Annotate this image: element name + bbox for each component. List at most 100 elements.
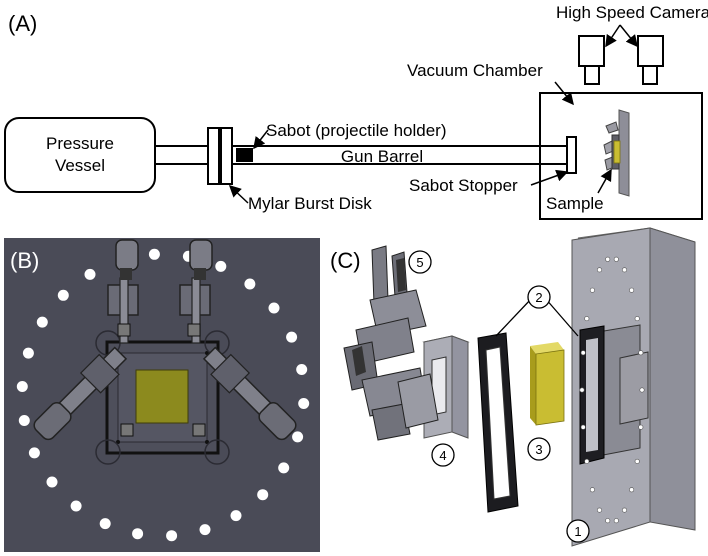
bolt-hole <box>298 398 310 409</box>
bolt-hole <box>132 528 144 540</box>
bolt-hole <box>199 524 211 536</box>
plate-hole <box>596 507 602 513</box>
bolt-hole <box>36 316 48 328</box>
burst-disk-flange-right <box>220 127 233 185</box>
bolt-hole <box>16 381 28 392</box>
vacuum-chamber-label: Vacuum Chamber <box>407 61 543 80</box>
sample-top-view <box>135 369 189 424</box>
camera-right-pointer <box>619 24 638 48</box>
toggle-clamp-right <box>202 346 297 441</box>
sabot-pointer <box>253 129 269 150</box>
bolt-hole <box>148 248 160 260</box>
bolt-hole <box>296 364 308 375</box>
plate-hole <box>580 350 586 356</box>
plate-hole <box>639 387 645 393</box>
bolt-hole <box>99 518 111 530</box>
plate-hole <box>579 387 585 393</box>
panel-b-tag: (B) <box>10 248 39 273</box>
bolt-hole <box>268 302 280 314</box>
svg-text:2: 2 <box>535 290 542 305</box>
sample-block <box>530 342 565 426</box>
svg-text:3: 3 <box>535 442 542 457</box>
plate-hole <box>605 518 611 524</box>
plate-hole <box>629 287 635 293</box>
panel-b: (B) <box>4 238 320 552</box>
svg-text:4: 4 <box>439 448 446 463</box>
plate-hole <box>634 458 640 464</box>
plate-hole <box>596 267 602 273</box>
pressure-vessel-label-2: Vessel <box>55 156 105 175</box>
bolt-hole <box>215 260 227 272</box>
pressure-vessel <box>4 117 156 193</box>
panel-c: (C) <box>330 227 696 547</box>
plate-hole-ring <box>579 256 645 524</box>
pressure-vessel-label-1: Pressure <box>46 134 114 153</box>
sabot-stopper <box>566 136 577 174</box>
callout-5: 5 <box>408 250 432 274</box>
burst-disk-flange-left <box>207 127 220 185</box>
sample-label: Sample <box>546 194 604 213</box>
cameras-label: High Speed Cameras <box>556 3 708 22</box>
panel-a: (A) Pressure Vessel Gun Barrel Sabot (pr… <box>4 3 708 220</box>
callout-2-line-b <box>544 297 579 337</box>
bolt-hole <box>230 510 242 522</box>
toggle-clamp-left <box>33 346 128 441</box>
plate-hole <box>605 256 611 262</box>
burst-disk-pointer <box>228 184 249 204</box>
sample-pointer <box>597 168 612 194</box>
plate-hole <box>638 424 644 430</box>
sabot-stopper-pointer <box>530 169 569 186</box>
callout-1: 1 <box>566 519 590 543</box>
svg-text:1: 1 <box>574 524 581 539</box>
burst-disk-label: Mylar Burst Disk <box>248 194 372 213</box>
plate-hole <box>613 256 619 262</box>
plate-hole <box>584 316 590 322</box>
gun-barrel-label: Gun Barrel <box>341 147 423 166</box>
plate-hole <box>638 350 644 356</box>
sabot <box>236 148 253 162</box>
vacuum-chamber-pointer <box>554 81 574 106</box>
plate-hole <box>584 458 590 464</box>
plate-hole <box>580 424 586 430</box>
plate-hole <box>629 487 635 493</box>
plate-hole <box>589 287 595 293</box>
bolt-hole <box>46 476 58 488</box>
bolt-hole <box>166 530 178 542</box>
clamp-cluster <box>343 245 439 441</box>
bolt-hole <box>286 331 298 343</box>
plate-hole <box>634 316 640 322</box>
gasket-frame <box>477 332 519 513</box>
camera-left-pointer <box>605 24 621 48</box>
bolt-hole <box>70 500 82 512</box>
bolt-hole-ring <box>16 248 310 542</box>
toggle-clamp-top-left <box>107 239 139 344</box>
bolt-hole <box>84 268 96 280</box>
sabot-label: Sabot (projectile holder) <box>266 121 446 140</box>
camera-right <box>637 35 664 85</box>
panel-c-tag: (C) <box>330 248 361 273</box>
bolt-hole <box>278 462 290 474</box>
plate-hole <box>589 487 595 493</box>
bolt-hole <box>57 289 69 301</box>
bolt-hole <box>28 447 40 459</box>
sample <box>613 140 621 164</box>
mounting-plate <box>571 227 696 547</box>
toggle-clamp-top-right <box>179 239 213 344</box>
bolt-hole <box>244 278 256 290</box>
plate-hole <box>621 267 627 273</box>
callout-2-line-a <box>495 297 533 337</box>
bolt-hole <box>22 347 34 359</box>
callout-3: 3 <box>527 437 551 461</box>
plate-hole <box>613 518 619 524</box>
panel-a-tag: (A) <box>8 11 37 36</box>
callout-4: 4 <box>431 443 455 467</box>
svg-text:5: 5 <box>416 255 423 270</box>
bolt-hole <box>18 415 30 426</box>
sabot-stopper-label: Sabot Stopper <box>409 176 518 195</box>
bolt-hole <box>257 489 269 501</box>
callout-2: 2 <box>527 285 551 309</box>
bolt-hole <box>292 431 304 443</box>
plate-hole <box>621 507 627 513</box>
camera-left <box>578 35 605 85</box>
